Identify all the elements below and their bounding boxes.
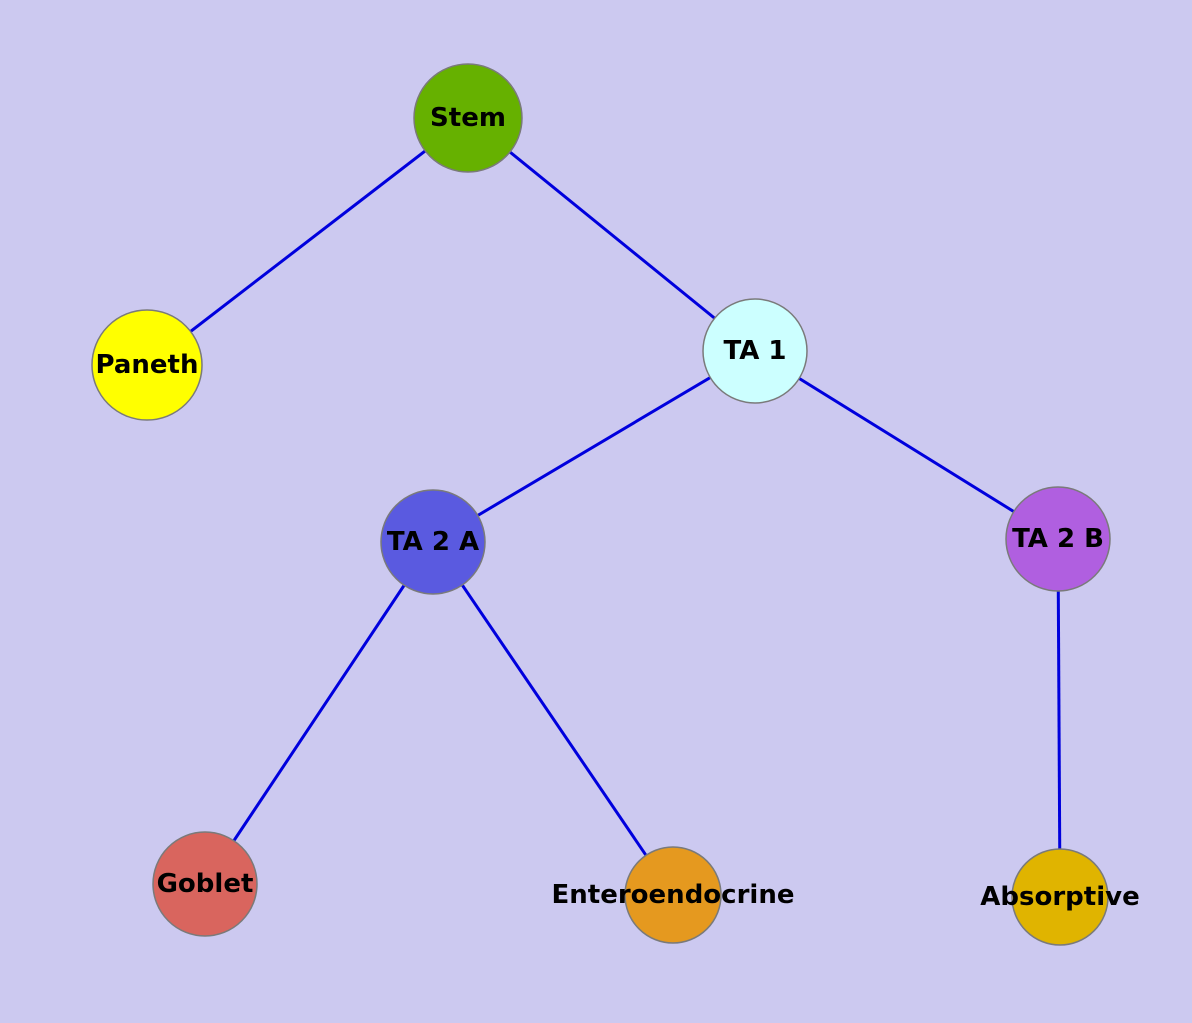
node-goblet: Goblet bbox=[152, 831, 258, 937]
node-ta1: TA 1 bbox=[702, 298, 808, 404]
node-circle-goblet bbox=[152, 831, 258, 937]
node-circle-ta2a bbox=[380, 489, 486, 595]
edge-ta2a-goblet bbox=[203, 541, 435, 885]
node-enteroendocrine: Enteroendocrine bbox=[552, 846, 794, 944]
node-circle-paneth bbox=[91, 309, 203, 421]
node-ta2a: TA 2 A bbox=[380, 489, 486, 595]
edge-stem-ta1 bbox=[467, 116, 756, 353]
edge-layer bbox=[146, 116, 1062, 898]
node-ta2b: TA 2 B bbox=[1005, 486, 1111, 592]
edge-ta1-ta2b bbox=[754, 349, 1059, 541]
node-circle-stem bbox=[413, 63, 523, 173]
node-circle-enteroendocrine bbox=[624, 846, 722, 944]
node-absorptive: Absorptive bbox=[980, 848, 1140, 946]
edge-ta2b-absorptive bbox=[1056, 538, 1062, 898]
edge-ta1-ta2a bbox=[432, 349, 756, 544]
node-stem: Stem bbox=[413, 63, 523, 173]
node-circle-ta2b bbox=[1005, 486, 1111, 592]
edge-stem-paneth bbox=[146, 116, 469, 367]
node-circle-ta1 bbox=[702, 298, 808, 404]
node-paneth: Paneth bbox=[91, 309, 203, 421]
edge-ta2a-enteroendocrine bbox=[431, 541, 675, 896]
node-circle-absorptive bbox=[1011, 848, 1109, 946]
